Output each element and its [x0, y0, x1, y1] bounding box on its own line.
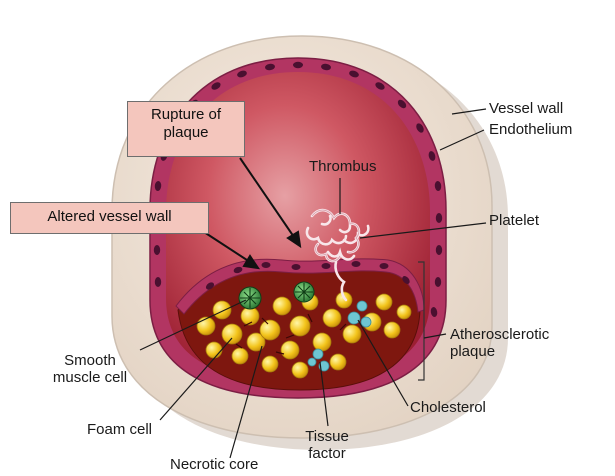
label-endothelium: Endothelium [489, 121, 572, 138]
label-line-2: muscle cell [40, 369, 140, 386]
label-line-1: Tissue [292, 428, 362, 445]
label-tissue-factor: Tissue factor [292, 428, 362, 462]
label-vessel-wall: Vessel wall [489, 100, 563, 117]
label-atherosclerotic-plaque: Atherosclerotic plaque [450, 326, 549, 360]
label-thrombus: Thrombus [309, 158, 377, 175]
label-line-2: factor [292, 445, 362, 462]
label-smooth-muscle-cell: Smooth muscle cell [40, 352, 140, 386]
rupture-of-plaque-callout: Rupture of plaque [127, 101, 245, 157]
label-platelet: Platelet [489, 212, 539, 229]
label-line-1: Smooth [40, 352, 140, 369]
callout-label: Altered vessel wall [47, 208, 171, 225]
label-necrotic-core: Necrotic core [170, 456, 258, 473]
label-line-2: plaque [450, 343, 549, 360]
altered-vessel-wall-callout: Altered vessel wall [10, 202, 209, 234]
label-line-1: Atherosclerotic [450, 326, 549, 343]
callout-line-1: Rupture of [128, 106, 244, 124]
callout-line-2: plaque [128, 124, 244, 142]
label-foam-cell: Foam cell [87, 421, 152, 438]
label-cholesterol: Cholesterol [410, 399, 486, 416]
